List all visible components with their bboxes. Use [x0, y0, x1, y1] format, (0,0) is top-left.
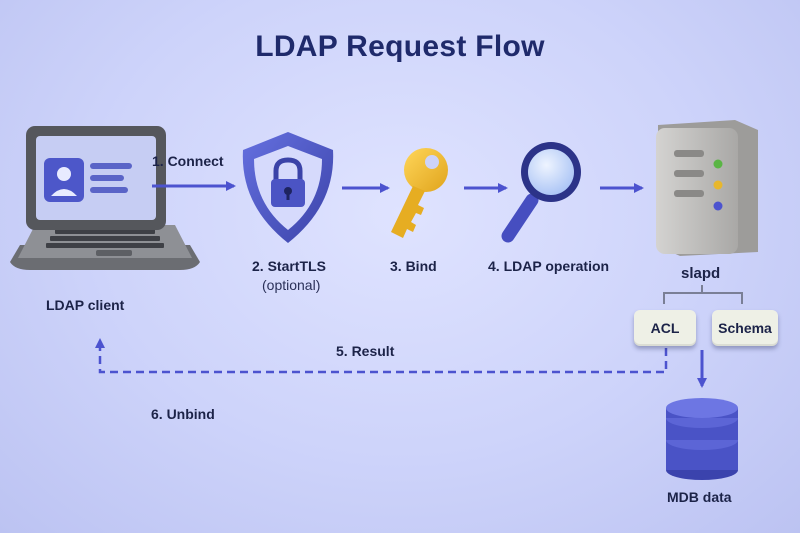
- bind-label: 3. Bind: [390, 258, 437, 274]
- magnifier-icon: [501, 142, 581, 243]
- database-icon: [666, 398, 738, 480]
- edge-label-unbind: 6. Unbind: [151, 406, 215, 422]
- edge-label-result: 5. Result: [336, 343, 395, 359]
- starttls-note: (optional): [262, 277, 321, 293]
- starttls-label: 2. StartTLS: [252, 258, 326, 274]
- server-label: slapd: [681, 265, 721, 282]
- schema-box: Schema: [712, 310, 778, 346]
- server-module-bracket: [663, 285, 743, 304]
- arrow-result: [95, 338, 668, 374]
- edge-label-connect: 1. Connect: [152, 153, 224, 169]
- server-icon: [656, 120, 758, 256]
- client-label: LDAP client: [46, 297, 125, 313]
- shield-lock-icon: [242, 132, 334, 243]
- key-icon: [391, 148, 448, 238]
- operation-label: 4. LDAP operation: [488, 258, 610, 274]
- database-label: MDB data: [667, 489, 732, 505]
- laptop-icon: [10, 126, 200, 270]
- acl-box: ACL: [634, 310, 696, 346]
- diagram-title: LDAP Request Flow: [255, 30, 545, 63]
